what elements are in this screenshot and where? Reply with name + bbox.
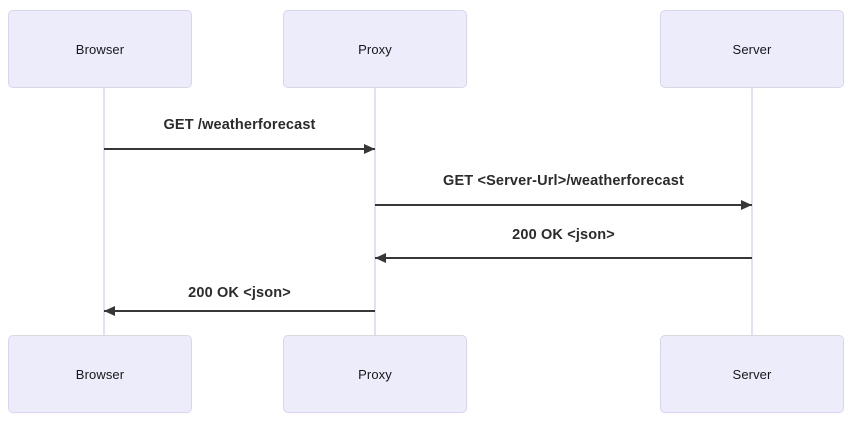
participant-label-server: Server [732, 41, 772, 57]
message-line-1 [104, 148, 375, 150]
message-line-3 [375, 257, 752, 259]
participant-box-server-top[interactable]: Server [660, 10, 844, 88]
message-label-1: GET /weatherforecast [163, 117, 316, 133]
arrowhead-right-icon [741, 200, 752, 210]
participant-label-proxy: Proxy [358, 366, 392, 382]
arrowhead-right-icon [364, 144, 375, 154]
message-line-2 [375, 204, 752, 206]
participant-label-proxy: Proxy [358, 41, 392, 57]
participant-label-browser: Browser [75, 366, 125, 382]
participant-box-server-bottom[interactable]: Server [660, 335, 844, 413]
participant-box-browser-top[interactable]: Browser [8, 10, 192, 88]
participant-box-proxy-top[interactable]: Proxy [283, 10, 467, 88]
participant-box-browser-bottom[interactable]: Browser [8, 335, 192, 413]
arrowhead-left-icon [104, 306, 115, 316]
arrowhead-left-icon [375, 253, 386, 263]
message-label-3: 200 OK <json> [512, 227, 615, 243]
participant-label-browser: Browser [75, 41, 125, 57]
participant-box-proxy-bottom[interactable]: Proxy [283, 335, 467, 413]
message-line-4 [104, 310, 375, 312]
lifeline-server [751, 88, 753, 335]
message-label-2: GET <Server-Url>/weatherforecast [443, 173, 684, 189]
participant-label-server: Server [732, 366, 772, 382]
lifeline-proxy [374, 88, 376, 335]
lifeline-browser [103, 88, 105, 335]
message-label-4: 200 OK <json> [188, 285, 291, 301]
